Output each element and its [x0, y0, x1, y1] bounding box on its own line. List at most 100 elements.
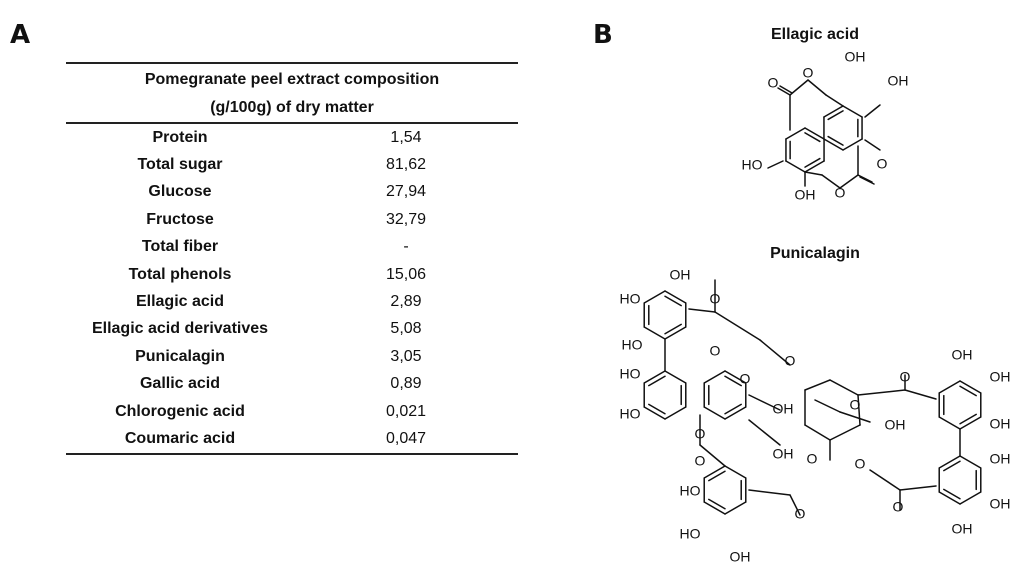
bond-line: [904, 389, 937, 400]
row-value: -: [403, 238, 409, 256]
bond-line: [703, 465, 726, 479]
row-value: 27,94: [385, 183, 427, 201]
bond-line: [664, 290, 687, 304]
bond-line: [748, 419, 781, 446]
bond-line: [938, 455, 961, 469]
atom-label: O: [900, 369, 911, 385]
bond-line: [864, 139, 881, 151]
atom-label: HO: [680, 526, 701, 542]
row-value: 15,06: [385, 265, 427, 283]
table-row: Protein 1,54: [66, 123, 518, 151]
atom-label: HO: [742, 157, 763, 173]
row-name: Total fiber: [141, 238, 219, 256]
atom-label: O: [710, 291, 721, 307]
bond-line: [959, 416, 982, 430]
atom-label: O: [785, 353, 796, 369]
bond-line: [807, 79, 827, 96]
table-header-line2: (g/100g) of dry matter: [66, 94, 518, 124]
atom-label: OH: [990, 496, 1011, 512]
row-value: 1,54: [390, 128, 422, 146]
bond-line: [839, 411, 871, 423]
row-name: Punicalagin: [135, 347, 225, 365]
bond-line: [699, 444, 726, 467]
atom-label: O: [768, 75, 779, 91]
atom-label: HO: [620, 406, 641, 422]
bond-line: [759, 339, 791, 366]
bond-line: [857, 389, 906, 396]
bond-line: [804, 424, 831, 441]
row-name: Coumaric acid: [66, 425, 294, 455]
atom-label: OH: [670, 267, 691, 283]
atom-label: OH: [952, 521, 973, 537]
row-name: Ellagic acid: [135, 293, 225, 311]
bond-line: [943, 460, 961, 472]
ellagic-acid-title: Ellagic acid: [770, 26, 860, 43]
bond-line: [785, 127, 806, 140]
atom-label: OH: [730, 549, 751, 565]
bond-line: [959, 413, 977, 425]
bond-line: [777, 87, 791, 96]
bond-line: [829, 379, 859, 396]
bond-line: [959, 455, 982, 469]
atom-label: OH: [773, 446, 794, 462]
atom-label: O: [893, 499, 904, 515]
bond-line: [789, 79, 809, 96]
bond-line: [821, 174, 841, 189]
bond-line: [779, 85, 793, 94]
atom-label: O: [695, 453, 706, 469]
bond-line: [959, 491, 982, 505]
row-name: Protein: [152, 128, 208, 146]
atom-label: O: [877, 156, 888, 172]
bond-line: [839, 174, 859, 189]
bond-line: [899, 485, 937, 491]
row-value: 0,89: [390, 375, 422, 393]
bond-line: [643, 326, 666, 340]
bond-line: [724, 501, 747, 515]
structure-bonds: [643, 79, 982, 516]
atom-label: HO: [620, 366, 641, 382]
bond-line: [959, 380, 982, 394]
row-name: Chlorogenic acid: [115, 402, 245, 420]
atom-label: HO: [620, 291, 641, 307]
composition-table: Pomegranate peel extract composition (g/…: [66, 62, 518, 455]
bond-line: [857, 174, 873, 183]
bond-line: [857, 394, 861, 426]
atom-label: OH: [952, 347, 973, 363]
panel-label-b: B: [593, 20, 613, 50]
bond-line: [724, 375, 742, 387]
atom-label: O: [835, 185, 846, 201]
punicalagin-title: Punicalagin: [770, 245, 860, 262]
bond-line: [785, 160, 806, 173]
atom-label: O: [695, 426, 706, 442]
bond-line: [804, 132, 821, 143]
atom-label: HO: [622, 337, 643, 353]
atom-label: O: [710, 343, 721, 359]
bond-line: [643, 406, 666, 420]
bond-line: [804, 160, 825, 173]
atom-label: OH: [990, 451, 1011, 467]
bond-line: [864, 104, 881, 118]
bond-line: [804, 157, 821, 168]
bond-line: [827, 110, 844, 121]
bond-line: [789, 494, 801, 516]
table-header-line1: Pomegranate peel extract composition: [66, 62, 518, 94]
bond-line: [804, 379, 831, 391]
bond-line: [703, 406, 726, 420]
bond-line: [724, 406, 747, 420]
row-name: Ellagic acid derivatives: [91, 320, 269, 338]
row-value: 5,08: [390, 320, 422, 338]
bond-line: [664, 323, 682, 335]
row-value: 32,79: [385, 210, 427, 228]
atom-label: OH: [795, 187, 816, 203]
row-value: 0,047: [294, 425, 518, 455]
bond-line: [938, 416, 961, 430]
atom-label: OH: [990, 416, 1011, 432]
